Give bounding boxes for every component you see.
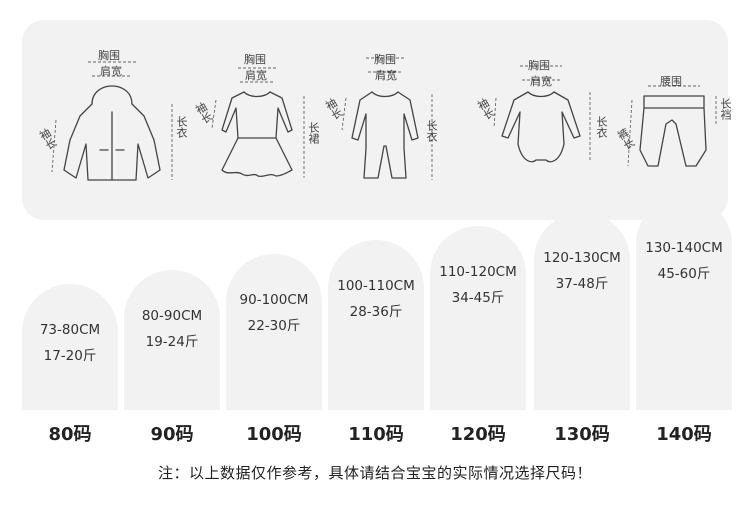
- chest-label: 胸围: [374, 53, 396, 66]
- length-label: 长衣: [595, 116, 608, 138]
- size-label: 80码: [48, 424, 92, 445]
- height-range: 73-80CM: [39, 322, 101, 338]
- weight-range: 34-45斤: [451, 290, 505, 306]
- pants-illustration: 腰围 裤长 长裆: [614, 20, 732, 220]
- hooded-jacket-illustration: 胸围 肩宽 袖长 长衣: [36, 20, 188, 220]
- measurement-guide-panel: 胸围 肩宽 袖长 长衣 胸围 肩宽 袖长 长裙: [22, 20, 732, 220]
- chest-label: 胸围: [528, 59, 550, 72]
- skirt-length-label: 长裙: [307, 122, 320, 144]
- size-label: 110码: [348, 424, 404, 445]
- weight-range: 17-20斤: [43, 348, 97, 364]
- romper-icon: [493, 65, 591, 163]
- size-card-80: 73-80CM 17-20斤: [22, 284, 118, 410]
- size-card-120: 110-120CM 34-45斤: [430, 226, 526, 410]
- height-range: 120-130CM: [543, 250, 621, 266]
- jumpsuit-illustration: 胸围 肩宽 袖长 长衣: [322, 20, 452, 220]
- crotch-label: 长裆: [719, 98, 732, 120]
- shoulder-label: 肩宽: [530, 75, 552, 88]
- pants-icon: [627, 85, 717, 167]
- length-label: 长衣: [175, 116, 188, 138]
- dress-illustration: 胸围 肩宽 袖长 长裙: [192, 20, 322, 220]
- size-label: 140码: [656, 424, 712, 445]
- romper-illustration: 胸围 肩宽 袖长 长衣: [472, 20, 612, 220]
- weight-range: 37-48斤: [555, 276, 609, 292]
- height-range: 90-100CM: [239, 292, 309, 308]
- size-card-110: 100-110CM 28-36斤: [328, 240, 424, 410]
- height-range: 130-140CM: [645, 240, 723, 256]
- jumpsuit-icon: [341, 57, 433, 180]
- shoulder-label: 肩宽: [100, 65, 122, 78]
- weight-range: 28-36斤: [349, 304, 403, 320]
- chest-label: 胸围: [98, 49, 120, 62]
- weight-range: 45-60斤: [657, 266, 711, 282]
- dress-icon: [211, 67, 305, 178]
- weight-range: 22-30斤: [247, 318, 301, 334]
- size-label: 120码: [450, 424, 506, 445]
- size-label: 100码: [246, 424, 302, 445]
- shoulder-label: 肩宽: [245, 69, 267, 82]
- height-range: 100-110CM: [337, 278, 415, 294]
- weight-range: 19-24斤: [145, 334, 199, 350]
- chest-label: 胸围: [244, 53, 266, 66]
- size-card-140: 130-140CM 45-60斤: [636, 196, 732, 410]
- length-label: 长衣: [425, 120, 438, 142]
- size-label: 90码: [150, 424, 194, 445]
- size-label: 130码: [554, 424, 610, 445]
- size-card-90: 80-90CM 19-24斤: [124, 270, 220, 410]
- waist-label: 腰围: [660, 75, 682, 88]
- hooded-jacket-icon: [51, 61, 173, 181]
- height-range: 110-120CM: [439, 264, 517, 280]
- size-card-130: 120-130CM 37-48斤: [534, 212, 630, 410]
- size-card-100: 90-100CM 22-30斤: [226, 254, 322, 410]
- shoulder-label: 肩宽: [375, 69, 397, 82]
- reference-note: 注：以上数据仅作参考，具体请结合宝宝的实际情况选择尺码！: [157, 464, 592, 482]
- height-range: 80-90CM: [141, 308, 203, 324]
